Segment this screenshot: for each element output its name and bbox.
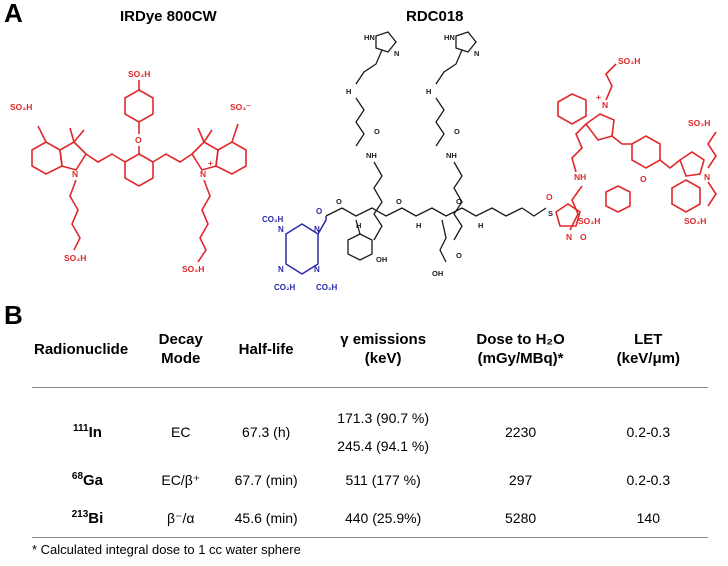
- tyrosine-oh-label: OH: [376, 255, 387, 264]
- thioether-s-label: S: [548, 209, 553, 218]
- dota-n-1: N: [278, 225, 284, 234]
- dose-cell: 2230: [505, 424, 537, 440]
- irdye-800cw-structure: SO₃H O SO₃H N SO₃H SO₃⁻ N + SO₃H: [10, 69, 251, 274]
- dye-so3h-top: SO₃H: [618, 56, 640, 66]
- amide-h-1: H: [346, 87, 351, 96]
- dye-indole-n-upper: N: [602, 100, 608, 110]
- maleimide-o-top: O: [546, 192, 553, 202]
- carbonyl-o-2: O: [454, 127, 460, 136]
- indole-n-left: N: [72, 169, 78, 179]
- maleimide-o-bottom: O: [580, 232, 587, 242]
- dota-co2h-2: CO₂H: [274, 283, 296, 292]
- header-let: LET(keV/μm): [616, 331, 680, 367]
- let-cell: 0.2-0.3: [626, 472, 671, 488]
- gamma-cell: 511 (177 %): [345, 472, 421, 488]
- dota-n-2: N: [314, 225, 320, 234]
- imidazole-hn-left: HN: [364, 33, 375, 42]
- glutamic-o-label: O: [456, 251, 462, 260]
- header-gamma-emissions: γ emissions(keV): [340, 331, 427, 367]
- amide-nh-1: NH: [366, 151, 377, 160]
- dota-o-label: O: [316, 207, 322, 216]
- imidazole-n-right: N: [474, 49, 479, 58]
- let-cell: 0.2-0.3: [626, 424, 671, 440]
- backbone-h-3: H: [478, 221, 483, 230]
- let-cell: 140: [636, 510, 660, 526]
- half-life-cell: 45.6 (min): [234, 510, 298, 526]
- carbonyl-o-1: O: [374, 127, 380, 136]
- table-row: 68Ga EC/β⁺ 67.7 (min) 511 (177 %) 297 0.…: [32, 460, 708, 500]
- backbone-o-1: O: [336, 197, 342, 206]
- amide-nh-2: NH: [446, 151, 457, 160]
- so3h-label-top: SO₃H: [128, 69, 150, 79]
- dye-n-plus: +: [596, 92, 601, 102]
- amide-h-2: H: [426, 87, 431, 96]
- table-footnote: * Calculated integral dose to 1 cc water…: [32, 542, 301, 557]
- rdc018-structure: HN N H O NH HN N H O NH O O O H H H OH O…: [262, 31, 717, 292]
- glutamic-oh-label: OH: [432, 269, 443, 278]
- dye-so3h-phenyl: SO₃H: [578, 216, 600, 226]
- backbone-h-1: H: [356, 221, 361, 230]
- ether-oxygen-label: O: [135, 135, 142, 145]
- dota-n-3: N: [278, 265, 284, 274]
- imidazole-hn-right: HN: [444, 33, 455, 42]
- gamma-cell: 440 (25.9%): [344, 510, 422, 526]
- imidazole-n-left: N: [394, 49, 399, 58]
- backbone-o-3: O: [456, 197, 462, 206]
- table-row: 213Bi β⁻/α 45.6 (min) 440 (25.9%) 5280 1…: [32, 500, 708, 536]
- decay-cell: EC: [171, 424, 191, 440]
- dye-indole-n-lower: N: [704, 172, 710, 182]
- panel-a-letter: A: [4, 0, 23, 28]
- so3h-label-left: SO₃H: [10, 102, 32, 112]
- dose-cell: 297: [508, 472, 533, 488]
- dye-amide-nh: NH: [574, 172, 586, 182]
- so3h-label-right-chain: SO₃H: [182, 264, 204, 274]
- irdye-title: IRDye 800CW: [120, 8, 217, 25]
- table-row: 111In EC 67.3 (h) 171.3 (90.7 %) 2230 0.…: [32, 404, 708, 441]
- rdc018-title: RDC018: [406, 8, 464, 25]
- header-dose: Dose to H₂O(mGy/MBq)*: [476, 331, 565, 367]
- nuclide-cell: 68Ga: [71, 471, 104, 489]
- half-life-cell: 67.7 (min): [234, 472, 298, 488]
- dose-cell: 5280: [505, 510, 537, 526]
- table-row-continuation: 245.4 (94.1 %): [32, 432, 708, 460]
- dye-so3h-right: SO₃H: [688, 118, 710, 128]
- backbone-h-2: H: [416, 221, 421, 230]
- nuclide-cell: 111In: [72, 423, 102, 441]
- half-life-cell: 67.3 (h): [242, 424, 291, 440]
- n-plus-charge: +: [208, 158, 213, 168]
- table-header-divider: [32, 387, 708, 388]
- dota-co2h-3: CO₂H: [316, 283, 338, 292]
- dota-n-4: N: [314, 265, 320, 274]
- so3-anion-label: SO₃⁻: [230, 102, 251, 112]
- indole-n-right: N: [200, 169, 206, 179]
- nuclide-cell: 213Bi: [71, 509, 104, 527]
- backbone-o-2: O: [396, 197, 402, 206]
- header-radionuclide: Radionuclide: [34, 340, 129, 358]
- so3h-label-left-chain: SO₃H: [64, 253, 86, 263]
- dye-ether-o: O: [640, 174, 647, 184]
- header-half-life: Half-life: [238, 340, 294, 358]
- dota-co2h-1: CO₂H: [262, 215, 284, 224]
- decay-cell: EC/β⁺: [161, 471, 201, 488]
- maleimide-n-label: N: [566, 232, 572, 242]
- dye-so3h-bottom: SO₃H: [684, 216, 706, 226]
- table-bottom-divider: [32, 537, 708, 538]
- panel-b-letter: B: [4, 300, 23, 330]
- gamma-cell: 171.3 (90.7 %): [337, 410, 430, 426]
- gamma-cell: 245.4 (94.1 %): [337, 438, 430, 454]
- decay-cell: β⁻/α: [167, 509, 195, 526]
